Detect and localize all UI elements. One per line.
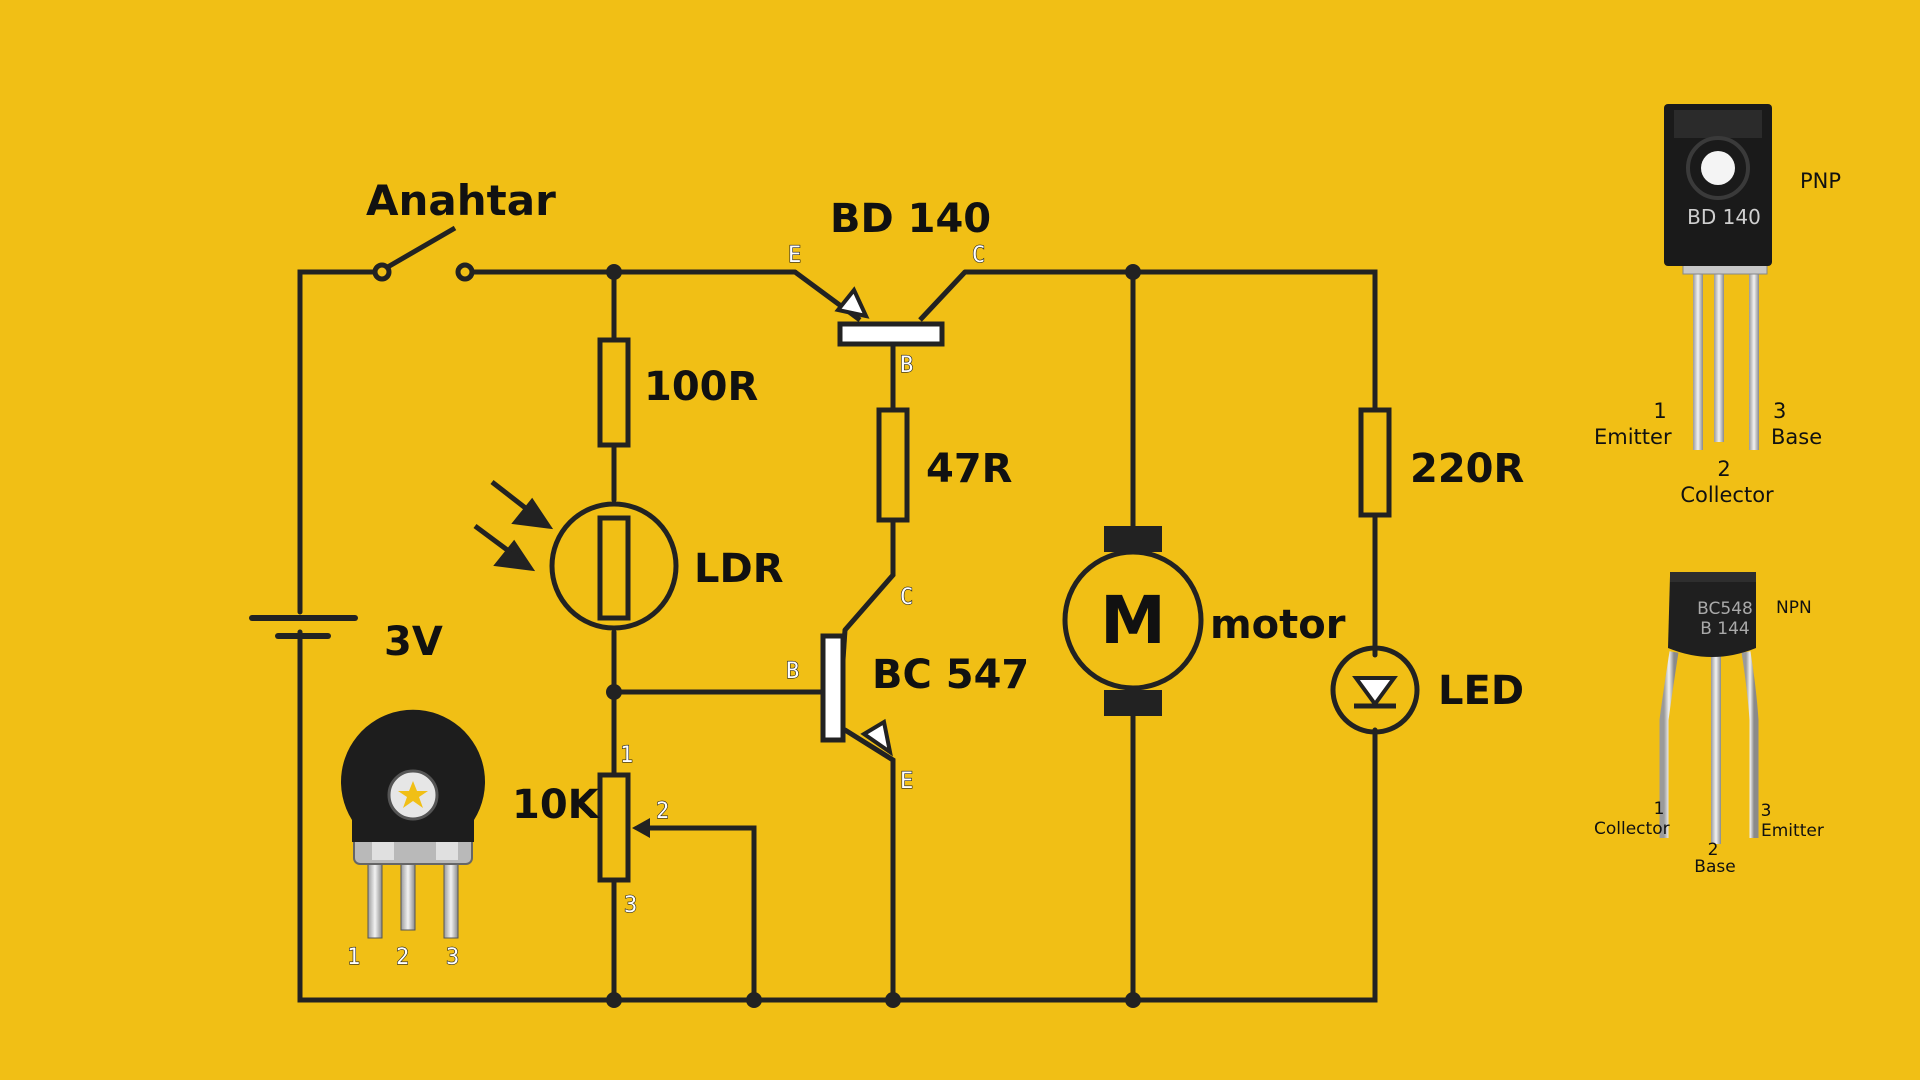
light-arrows-icon (473, 480, 554, 572)
npn-pin3-number: 3 (1761, 801, 1772, 821)
resistor-100r (597, 337, 631, 448)
led-label: LED (1438, 668, 1524, 714)
pnp-pin3-number: 3 (1773, 399, 1786, 423)
pot-photo-pin-2: 2 (396, 945, 409, 970)
wiper-arrow-icon (632, 818, 650, 838)
pnp-transistor-symbol (793, 269, 967, 350)
pnp-package-photo (1664, 104, 1772, 450)
npn-emitter-arrow-icon (860, 718, 893, 757)
resistor-220r-label: 220R (1410, 446, 1524, 492)
npn-pin1-number: 1 (1654, 799, 1665, 819)
potentiometer-label: 10K (512, 782, 601, 828)
motor-label: motor (1210, 602, 1346, 648)
ldr-symbol (549, 501, 679, 631)
npn-pin2-number: 2 (1708, 840, 1719, 860)
switch-label: Anahtar (366, 176, 556, 225)
motor-symbol (1062, 526, 1204, 716)
battery-label: 3V (384, 619, 443, 665)
npn-transistor-symbol (820, 629, 848, 743)
npn-label: BC 547 (872, 652, 1029, 698)
npn-pin3-name: Emitter (1761, 821, 1824, 841)
pot-photo-pin-1: 1 (347, 945, 360, 970)
pnp-pin2-name: Collector (1680, 483, 1774, 507)
pnp-pin1-name: Emitter (1594, 425, 1672, 449)
motor-symbol-letter: M (1100, 582, 1166, 659)
npn-type-label: NPN (1776, 598, 1812, 618)
switch-symbol (372, 225, 475, 282)
resistor-100r-label: 100R (644, 364, 758, 410)
junction-dots (606, 264, 1141, 1008)
pnp-package-marking: BD 140 (1687, 205, 1761, 229)
wires (297, 269, 1378, 1003)
npn-pin-b: B (786, 659, 799, 684)
pot-pin-1: 1 (620, 743, 633, 768)
pot-photo-pin-3: 3 (446, 945, 459, 970)
pnp-pin2-number: 2 (1717, 457, 1730, 481)
led-symbol (1330, 645, 1420, 735)
npn-package-marking-line2: B 144 (1700, 619, 1750, 639)
npn-package-photo (1659, 572, 1759, 844)
resistor-220r (1358, 407, 1392, 518)
potentiometer-10k (597, 772, 631, 883)
trimmer-potentiometer-photo (341, 709, 485, 939)
pot-pin-2: 2 (656, 799, 669, 824)
pnp-pin3-name: Base (1771, 425, 1822, 449)
npn-pin2-name: Base (1694, 857, 1735, 877)
pnp-pin1-number: 1 (1653, 399, 1666, 423)
pnp-pin-c: C (972, 243, 985, 268)
pot-pin-3: 3 (624, 893, 637, 918)
pnp-label: BD 140 (830, 196, 991, 242)
pnp-pin-b: B (900, 353, 913, 378)
ldr-label: LDR (694, 546, 784, 592)
pnp-emitter-arrow-icon (834, 286, 870, 319)
battery-symbol (249, 615, 358, 639)
pnp-type-label: PNP (1800, 169, 1841, 193)
npn-pin-c: C (900, 585, 913, 610)
pnp-pin-e: E (788, 243, 801, 268)
npn-package-marking-line1: BC548 (1697, 599, 1753, 619)
resistor-47r-label: 47R (926, 446, 1012, 492)
npn-pin-e: E (900, 769, 913, 794)
npn-pin1-name: Collector (1594, 819, 1670, 839)
resistor-47r (876, 407, 910, 523)
